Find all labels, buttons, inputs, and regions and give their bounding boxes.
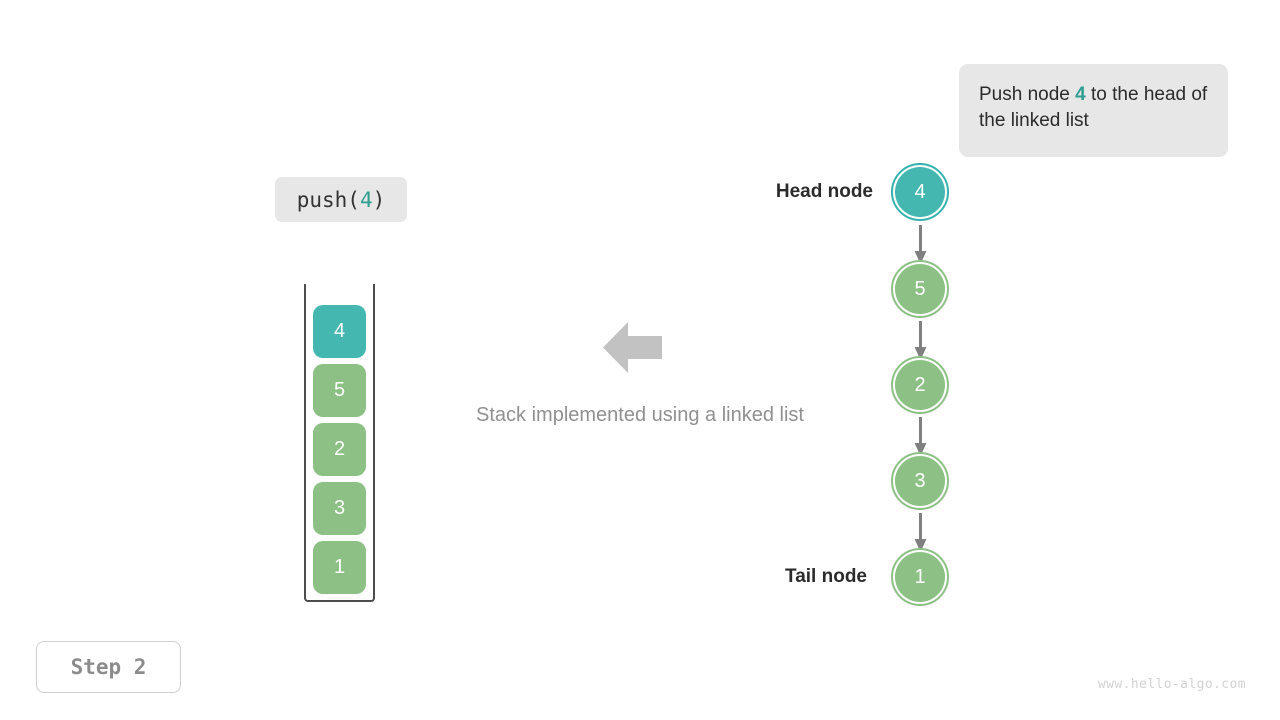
stack-cell-value: 2 [333,438,346,460]
operation-label: push(4) [297,188,386,212]
head-node-label: Head node [775,181,873,202]
list-node-value: 5 [895,264,945,314]
linked-list: 4 5 2 3 1 [880,155,970,635]
list-node-value: 1 [895,552,945,602]
operation-suffix: ) [372,187,386,212]
list-node-value: 4 [895,167,945,217]
stack-cells: 4 5 2 3 1 [313,305,366,600]
watermark: www.hello-algo.com [1097,677,1246,692]
list-node: 4 [891,163,949,221]
list-node: 5 [891,260,949,318]
step-label: Step 2 [70,655,147,679]
operation-value: 4 [359,187,373,212]
stack-cell-value: 4 [333,320,346,342]
list-connector-arrow [914,321,927,360]
list-node-value: 3 [895,456,945,506]
stack-cell: 4 [313,305,366,358]
tail-node-label: Tail node [785,566,867,587]
callout-box: Push node 4 to the head of the linked li… [959,64,1228,157]
diagram-caption: Stack implemented using a linked list [476,404,804,426]
stack-walls [304,284,375,602]
callout-text-after: to the head of the linked list [979,84,1208,131]
list-connector-arrow [914,225,927,264]
stack-cell: 1 [313,541,366,594]
list-connector-arrow [914,513,927,552]
stack-cell: 2 [313,423,366,476]
callout-value: 4 [1075,84,1086,105]
step-badge: Step 2 [36,641,181,693]
stack-cell-value: 3 [333,497,346,519]
callout-text: Push node 4 to the head of the linked li… [979,82,1208,134]
list-node: 3 [891,452,949,510]
list-node: 2 [891,356,949,414]
stack-cell-value: 5 [333,379,346,401]
callout-text-before: Push node [979,84,1076,105]
stack-cell-value: 1 [333,556,346,578]
arrow-left-icon [603,322,662,373]
list-connector-arrow [914,417,927,456]
stack-cell: 5 [313,364,366,417]
operation-badge: push(4) [275,177,407,222]
operation-prefix: push( [296,187,360,212]
list-node-value: 2 [895,360,945,410]
stack-container: 4 5 2 3 1 [304,284,375,602]
stack-cell: 3 [313,482,366,535]
list-node: 1 [891,548,949,606]
